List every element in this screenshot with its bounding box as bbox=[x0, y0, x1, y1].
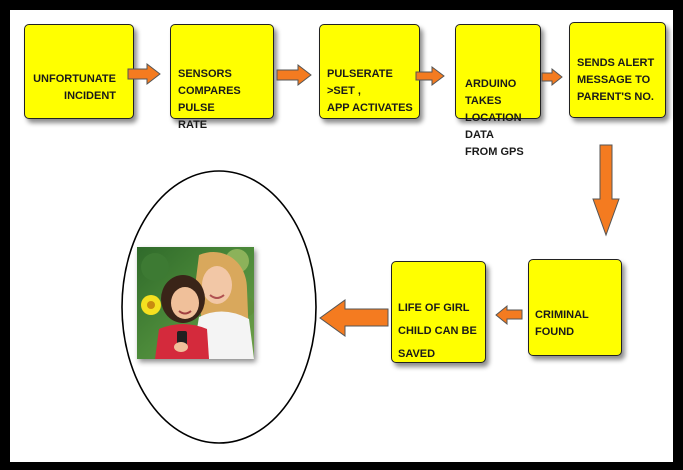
step-sensors-compare: SENSORS COMPARES PULSE RATE bbox=[170, 24, 274, 131]
step-unfortunate-incident: UNFORTUNATE INCIDENT bbox=[24, 24, 134, 119]
arrow-right-1 bbox=[127, 62, 161, 86]
step-life-saved-label: LIFE OF GIRL CHILD CAN BE SAVED bbox=[398, 302, 477, 360]
arrow-right-2 bbox=[276, 63, 312, 87]
step-life-saved: LIFE OF GIRL CHILD CAN BE SAVED bbox=[391, 261, 486, 363]
step-arduino-gps: ARDUINO TAKES LOCATION DATA FROM GPS bbox=[455, 24, 541, 158]
step-sensors-compare-label: SENSORS COMPARES PULSE RATE bbox=[178, 68, 241, 131]
arrow-down bbox=[592, 144, 620, 237]
arrow-left-2 bbox=[319, 299, 389, 337]
arrow-right-3 bbox=[415, 66, 445, 86]
mother-and-daughter-photo bbox=[137, 247, 254, 359]
step-arduino-gps-label: ARDUINO TAKES LOCATION DATA FROM GPS bbox=[465, 78, 524, 158]
step-criminal-found-label: CRIMINAL FOUND bbox=[535, 309, 589, 338]
arrow-left-1 bbox=[495, 304, 523, 326]
step-sends-alert: SENDS ALERT MESSAGE TO PARENT'S NO. bbox=[569, 22, 666, 118]
step-unfortunate-incident-label: UNFORTUNATE INCIDENT bbox=[33, 73, 116, 102]
step-app-activates-label: PULSERATE >SET , APP ACTIVATES bbox=[327, 68, 413, 114]
flowchart-canvas: UNFORTUNATE INCIDENT SENSORS COMPARES PU… bbox=[10, 10, 673, 462]
step-sends-alert-label: SENDS ALERT MESSAGE TO PARENT'S NO. bbox=[577, 57, 655, 103]
arrow-right-4 bbox=[541, 67, 563, 87]
step-app-activates: PULSERATE >SET , APP ACTIVATES bbox=[319, 24, 420, 119]
step-criminal-found: CRIMINAL FOUND bbox=[528, 259, 622, 356]
